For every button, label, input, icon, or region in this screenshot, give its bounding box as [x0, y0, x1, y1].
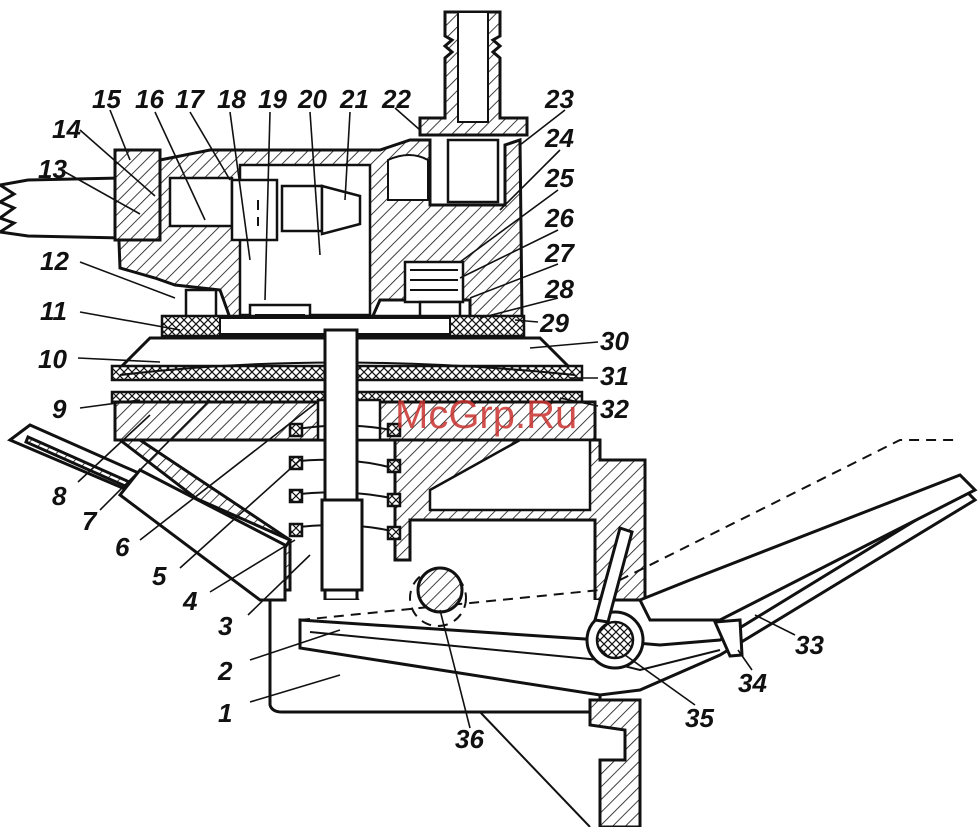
callout-12: 12 — [40, 246, 69, 276]
callout-31: 31 — [600, 361, 629, 391]
callout-16: 16 — [135, 84, 164, 114]
callout-26: 26 — [544, 203, 574, 233]
callout-5: 5 — [152, 561, 167, 591]
callout-18: 18 — [217, 84, 246, 114]
callout-34: 34 — [738, 668, 767, 698]
callout-1: 1 — [218, 698, 232, 728]
callout-14: 14 — [52, 114, 81, 144]
callout-35: 35 — [685, 703, 714, 733]
callout-22: 22 — [381, 84, 411, 114]
callout-24: 24 — [544, 123, 574, 153]
callout-9: 9 — [52, 394, 67, 424]
callout-11: 11 — [40, 296, 67, 326]
callout-4: 4 — [182, 586, 198, 616]
callout-36: 36 — [455, 724, 484, 754]
callout-29: 29 — [539, 308, 569, 338]
callout-13: 13 — [38, 154, 67, 184]
callout-20: 20 — [297, 84, 327, 114]
inlet-fitting — [0, 178, 122, 238]
callout-33: 33 — [795, 630, 824, 660]
callout-21: 21 — [339, 84, 369, 114]
callout-15: 15 — [92, 84, 121, 114]
callout-3: 3 — [218, 611, 233, 641]
callout-28: 28 — [544, 274, 574, 304]
callout-23: 23 — [544, 84, 574, 114]
callout-19: 19 — [258, 84, 287, 114]
callout-10: 10 — [38, 344, 67, 374]
callout-32: 32 — [600, 394, 629, 424]
callout-8: 8 — [52, 481, 67, 511]
callout-25: 25 — [544, 163, 574, 193]
callout-7: 7 — [82, 506, 98, 536]
callout-27: 27 — [544, 238, 575, 268]
callout-2: 2 — [217, 656, 233, 686]
callout-17: 17 — [175, 84, 205, 114]
pump-drawing — [0, 12, 595, 440]
watermark: McGrp.Ru — [395, 393, 577, 437]
callout-30: 30 — [600, 326, 629, 356]
callout-6: 6 — [115, 532, 130, 562]
